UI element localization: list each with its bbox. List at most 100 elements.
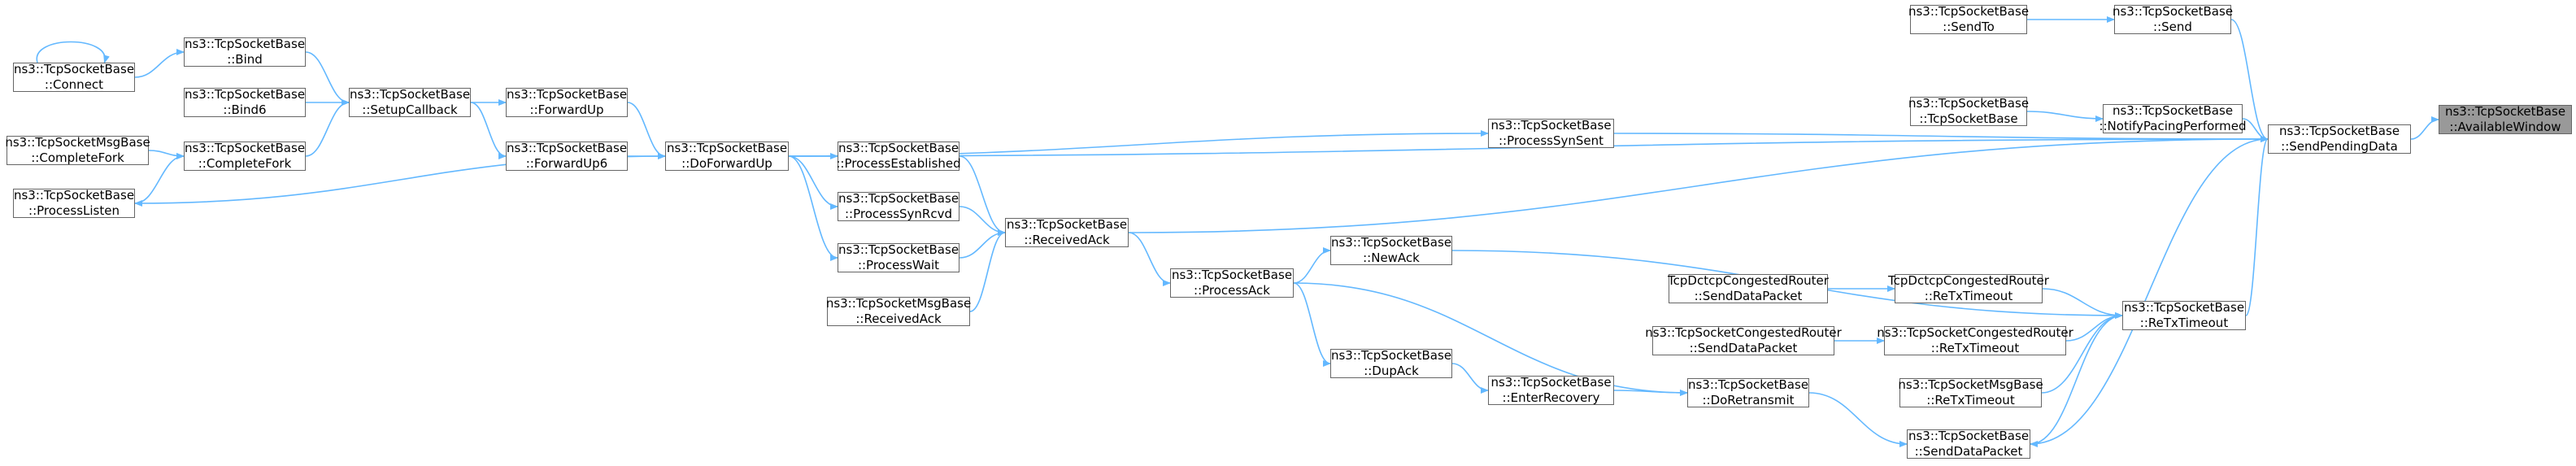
node-process-syn-sent[interactable]: ns3::TcpSocketBase ::ProcessSynSent bbox=[1488, 118, 1614, 148]
node-msg-complete-fork[interactable]: ns3::TcpSocketMsgBase ::CompleteFork bbox=[5, 135, 150, 165]
node-msg-retx-timeout[interactable]: ns3::TcpSocketMsgBase ::ReTxTimeout bbox=[1898, 377, 2043, 407]
node-line1: ns3::TcpSocketBase bbox=[838, 141, 959, 155]
node-line1: ns3::TcpSocketBase bbox=[2112, 4, 2234, 19]
node-line1: ns3::TcpSocketBase bbox=[838, 191, 959, 206]
edge-send_pending_data-to-available_window bbox=[2410, 116, 2439, 140]
edge-process_ack-to-dup_ack bbox=[1293, 282, 1331, 367]
edge-process_syn_sent-to-send_pending_data bbox=[1613, 133, 2269, 142]
edge-received_ack-to-process_ack bbox=[1128, 232, 1171, 286]
node-line2: ::EnterRecovery bbox=[1502, 390, 1600, 405]
node-line2: ::SendPendingData bbox=[2281, 139, 2398, 154]
node-received-ack[interactable]: ns3::TcpSocketBase ::ReceivedAck bbox=[1005, 217, 1129, 247]
edge-process_wait-to-received_ack bbox=[959, 229, 1006, 259]
node-line2: ::SetupCallback bbox=[362, 102, 458, 117]
edge-send_data_packet-to-retx_timeout bbox=[2030, 312, 2123, 445]
node-line2: ::SendTo bbox=[1943, 20, 1995, 34]
node-line2: ::ProcessEstablished bbox=[836, 156, 961, 171]
node-bind6[interactable]: ns3::TcpSocketBase ::Bind6 bbox=[184, 87, 306, 117]
node-msg-received-ack[interactable]: ns3::TcpSocketMsgBase ::ReceivedAck bbox=[825, 296, 972, 326]
node-bind[interactable]: ns3::TcpSocketBase ::Bind bbox=[184, 37, 306, 67]
node-notify-pacing-performed[interactable]: ns3::TcpSocketBase ::NotifyPacingPerform… bbox=[2099, 103, 2247, 133]
node-do-retransmit[interactable]: ns3::TcpSocketBase ::DoRetransmit bbox=[1687, 377, 1809, 407]
node-line1: ns3::TcpSocketMsgBase bbox=[1898, 377, 2043, 392]
edge-process_ack-to-do_retransmit bbox=[1293, 282, 1688, 396]
node-line2: ::Bind bbox=[227, 52, 263, 67]
node-send-data-packet[interactable]: ns3::TcpSocketBase ::SendDataPacket bbox=[1907, 429, 2030, 459]
node-send-to[interactable]: ns3::TcpSocketBase ::SendTo bbox=[1908, 4, 2030, 34]
node-line2: ::NotifyPacingPerformed bbox=[2099, 119, 2247, 133]
node-line1: ns3::TcpSocketBase bbox=[1490, 375, 1612, 390]
node-line1: ns3::TcpSocketBase bbox=[1330, 348, 1452, 363]
edge-send_pending_data-to-send_data_packet bbox=[2030, 138, 2269, 447]
node-do-forward-up[interactable]: ns3::TcpSocketBase ::DoForwardUp bbox=[665, 141, 789, 171]
edge-do_forward_up-to-process_wait bbox=[788, 155, 838, 261]
node-line2: ::SendDataPacket bbox=[1694, 289, 1803, 303]
node-line1: ns3::TcpSocketBase bbox=[1908, 429, 2030, 443]
node-send[interactable]: ns3::TcpSocketBase ::Send bbox=[2112, 4, 2234, 34]
node-dup-ack[interactable]: ns3::TcpSocketBase ::DupAck bbox=[1330, 348, 1452, 378]
node-line2: ::ReceivedAck bbox=[855, 311, 942, 326]
node-line1: ns3::TcpSocketBase bbox=[1490, 118, 1612, 133]
node-process-ack[interactable]: ns3::TcpSocketBase ::ProcessAck bbox=[1170, 268, 1294, 298]
node-line1: ns3::TcpSocketBase bbox=[349, 87, 471, 102]
node-line1: ns3::TcpSocketBase bbox=[1908, 4, 2030, 19]
node-connect[interactable]: ns3::TcpSocketBase ::Connect bbox=[13, 62, 135, 92]
node-line2: ::Bind6 bbox=[223, 102, 267, 117]
edge-received_ack-to-send_pending_data bbox=[1128, 136, 2269, 233]
edge-do_forward_up-to-process_syn_rcvd bbox=[788, 155, 838, 210]
node-line1: ns3::TcpSocketBase bbox=[184, 37, 306, 51]
node-congested-send-data-packet[interactable]: ns3::TcpSocketCongestedRouter ::SendData… bbox=[1645, 325, 1842, 355]
node-congested-retx-timeout[interactable]: ns3::TcpSocketCongestedRouter ::ReTxTime… bbox=[1877, 325, 2073, 355]
node-line2: ::TcpSocketBase bbox=[1919, 111, 2018, 126]
edge-dctcp_retx_timeout-to-retx_timeout bbox=[2042, 288, 2123, 319]
node-line1: ns3::TcpSocketBase bbox=[184, 141, 306, 155]
node-line2: ::ProcessAck bbox=[1194, 283, 1270, 298]
node-line1: TcpDctcpCongestedRouter bbox=[1888, 273, 2049, 288]
node-line1: ns3::TcpSocketBase bbox=[2278, 124, 2400, 138]
node-line1: ns3::TcpSocketCongestedRouter bbox=[1645, 325, 1842, 340]
node-line1: ns3::TcpSocketBase bbox=[13, 188, 135, 203]
node-line2: ::CompleteFork bbox=[198, 156, 292, 171]
node-line2: ::ProcessSynSent bbox=[1498, 133, 1604, 148]
node-line1: ns3::TcpSocketBase bbox=[1171, 268, 1293, 282]
node-line1: ns3::TcpSocketBase bbox=[1687, 377, 1809, 392]
node-line2: ::ReceivedAck bbox=[1024, 233, 1110, 247]
edge-process_ack-to-new_ack bbox=[1293, 247, 1331, 284]
node-send-pending-data[interactable]: ns3::TcpSocketBase ::SendPendingData bbox=[2268, 124, 2411, 154]
node-line2: ::SendDataPacket bbox=[1914, 444, 2023, 459]
node-tcp-socket-base-ctor[interactable]: ns3::TcpSocketBase ::TcpSocketBase bbox=[1908, 96, 2030, 126]
node-line1: ns3::TcpSocketBase bbox=[666, 141, 788, 155]
node-process-wait[interactable]: ns3::TcpSocketBase ::ProcessWait bbox=[838, 242, 959, 272]
node-dctcp-send-data-packet[interactable]: TcpDctcpCongestedRouter ::SendDataPacket bbox=[1668, 273, 1829, 303]
node-setup-callback[interactable]: ns3::TcpSocketBase ::SetupCallback bbox=[349, 87, 471, 117]
edge-connect-to-bind bbox=[134, 49, 185, 78]
node-process-listen[interactable]: ns3::TcpSocketBase ::ProcessListen bbox=[13, 188, 135, 218]
node-line2: ::ReTxTimeout bbox=[1924, 289, 2013, 303]
node-line2: ::ReTxTimeout bbox=[1926, 393, 2015, 407]
edge-enter_recovery-to-do_retransmit bbox=[1613, 389, 1688, 396]
node-line1: ns3::TcpSocketBase bbox=[1908, 96, 2030, 111]
node-process-established[interactable]: ns3::TcpSocketBase ::ProcessEstablished bbox=[836, 141, 961, 171]
node-line2: ::Send bbox=[2153, 20, 2192, 34]
node-line2: ::ProcessWait bbox=[857, 258, 940, 272]
node-line1: ns3::TcpSocketBase bbox=[506, 141, 628, 155]
node-forward-up6[interactable]: ns3::TcpSocketBase ::ForwardUp6 bbox=[506, 141, 628, 171]
node-retx-timeout[interactable]: ns3::TcpSocketBase ::ReTxTimeout bbox=[2122, 300, 2246, 330]
edge-complete_fork-to-setup_callback bbox=[305, 99, 350, 157]
node-line1: ns3::TcpSocketMsgBase bbox=[825, 296, 972, 311]
edge-process_established-to-received_ack bbox=[959, 155, 1006, 236]
node-forward-up[interactable]: ns3::TcpSocketBase ::ForwardUp bbox=[506, 87, 628, 117]
node-enter-recovery[interactable]: ns3::TcpSocketBase ::EnterRecovery bbox=[1488, 375, 1614, 405]
node-complete-fork[interactable]: ns3::TcpSocketBase ::CompleteFork bbox=[184, 141, 306, 171]
node-line2: ::ProcessListen bbox=[28, 203, 120, 218]
node-line2: ::DoForwardUp bbox=[681, 156, 772, 171]
node-process-syn-rcvd[interactable]: ns3::TcpSocketBase ::ProcessSynRcvd bbox=[838, 191, 959, 221]
node-dctcp-retx-timeout[interactable]: TcpDctcpCongestedRouter ::ReTxTimeout bbox=[1888, 273, 2049, 303]
node-line1: ns3::TcpSocketBase bbox=[2444, 104, 2566, 119]
edge-connect-to-connect bbox=[36, 41, 110, 63]
node-line2: ::ReTxTimeout bbox=[1930, 341, 2020, 355]
edge-bind-to-setup_callback bbox=[305, 51, 350, 106]
edge-retx_timeout-to-send_pending_data bbox=[2245, 136, 2269, 316]
node-new-ack[interactable]: ns3::TcpSocketBase ::NewAck bbox=[1330, 235, 1452, 265]
